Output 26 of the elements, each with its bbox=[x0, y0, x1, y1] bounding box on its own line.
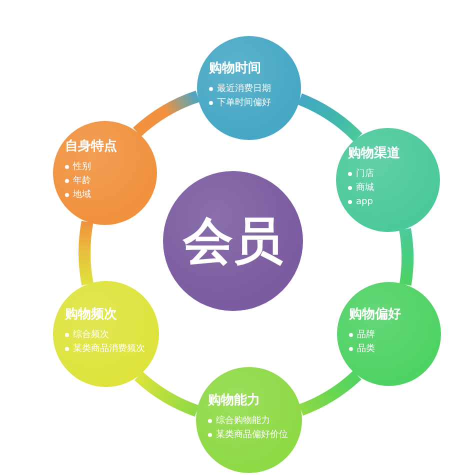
list-item: 下单时间偏好 bbox=[217, 96, 271, 110]
connector-arc bbox=[298, 370, 362, 416]
list-item: 最近消费日期 bbox=[217, 82, 271, 96]
list-item: 品类 bbox=[357, 342, 375, 356]
circle-heading: 购物渠道 bbox=[348, 146, 400, 162]
circle-heading: 购物频次 bbox=[65, 306, 117, 322]
list-item: app bbox=[356, 196, 373, 208]
circle-heading: 自身特点 bbox=[65, 138, 117, 154]
circle-heading: 购物时间 bbox=[209, 60, 261, 76]
list-item: 性别 bbox=[73, 160, 91, 174]
list-item: 商城 bbox=[356, 182, 374, 194]
connector-arc bbox=[297, 94, 362, 142]
circle-heading: 购物偏好 bbox=[349, 306, 401, 322]
list-item: 综合购物能力 bbox=[216, 414, 270, 428]
list-item: 门店 bbox=[356, 168, 374, 180]
connector-arc bbox=[134, 371, 200, 416]
connector-arc bbox=[399, 228, 414, 286]
list-item: 年龄 bbox=[73, 174, 91, 188]
connector-arc bbox=[133, 90, 200, 137]
center-label: 会员 bbox=[183, 213, 283, 269]
list-item: 综合频次 bbox=[73, 328, 109, 342]
list-item: 品牌 bbox=[357, 328, 375, 342]
list-item: 某类商品偏好价位 bbox=[216, 428, 288, 442]
circle-heading: 购物能力 bbox=[208, 392, 260, 408]
list-item: 某类商品消费频次 bbox=[73, 342, 145, 356]
list-item: 地域 bbox=[73, 188, 91, 202]
